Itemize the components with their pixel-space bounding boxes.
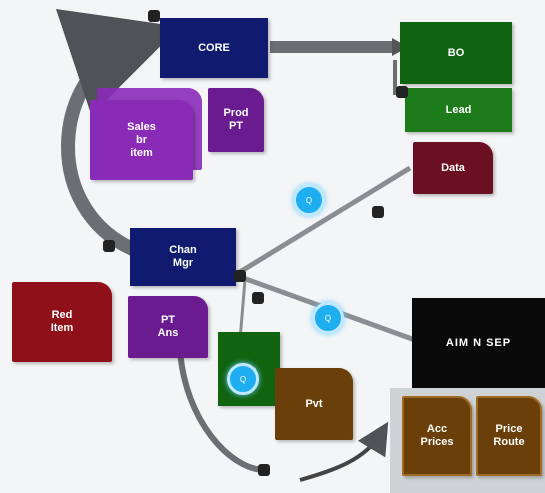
cyan-badge-3-label: Q — [239, 374, 247, 384]
black-bar-box[interactable]: AIM N SEP — [412, 298, 545, 388]
arc-arrow-bottom-right — [299, 421, 389, 482]
panel-brown-1-label: Acc Prices — [420, 423, 454, 448]
cyan-badge-1[interactable]: Q — [293, 184, 325, 216]
top-right-label: BO — [447, 46, 465, 59]
connector-dot-3 — [234, 270, 246, 282]
black-bar-label: AIM N SEP — [445, 336, 512, 349]
purple-center-label: PT Ans — [157, 314, 179, 339]
center-to-green — [238, 279, 247, 341]
left-stack-front[interactable]: Sales br item — [90, 100, 193, 180]
right-green-label: Lead — [445, 103, 472, 116]
purple-small-box[interactable]: Prod PT — [208, 88, 264, 152]
arc-arrow-left — [55, 9, 180, 257]
connector-dot-4 — [258, 464, 270, 476]
top-center-label: CORE — [198, 41, 230, 54]
left-stack-front-label: Sales br item — [127, 120, 156, 159]
connector-dot-1 — [372, 206, 384, 218]
right-maroon-box[interactable]: Data — [413, 142, 493, 194]
center-label: Chan Mgr — [169, 244, 197, 269]
connector-dot-2 — [252, 292, 264, 304]
connector-dot-5 — [103, 240, 115, 252]
arc-arrow-bottom — [177, 349, 266, 473]
purple-small-label: Prod PT — [223, 107, 249, 132]
right-maroon-label: Data — [441, 161, 465, 174]
brown-mid-label: Pvt — [305, 397, 323, 410]
panel-brown-2[interactable]: Price Route — [476, 396, 542, 476]
right-green-box[interactable]: Lead — [405, 88, 512, 132]
top-right-box[interactable]: BO — [400, 22, 512, 84]
cyan-badge-2-label: Q — [324, 313, 332, 323]
center-box[interactable]: Chan Mgr — [130, 228, 236, 286]
panel-brown-2-label: Price Route — [493, 423, 525, 448]
purple-center-box[interactable]: PT Ans — [128, 296, 208, 358]
top-center-box[interactable]: CORE — [160, 18, 268, 78]
panel-brown-1[interactable]: Acc Prices — [402, 396, 472, 476]
brown-mid-box[interactable]: Pvt — [275, 368, 353, 440]
cyan-badge-3[interactable]: Q — [227, 363, 259, 395]
cyan-badge-1-label: Q — [305, 195, 313, 205]
left-red-box[interactable]: Red Item — [12, 282, 112, 362]
cyan-badge-2[interactable]: Q — [312, 302, 344, 334]
left-red-label: Red Item — [50, 309, 74, 334]
diagonal-up — [233, 165, 412, 278]
top-center-dot — [148, 10, 160, 22]
right-green-dot — [396, 86, 408, 98]
